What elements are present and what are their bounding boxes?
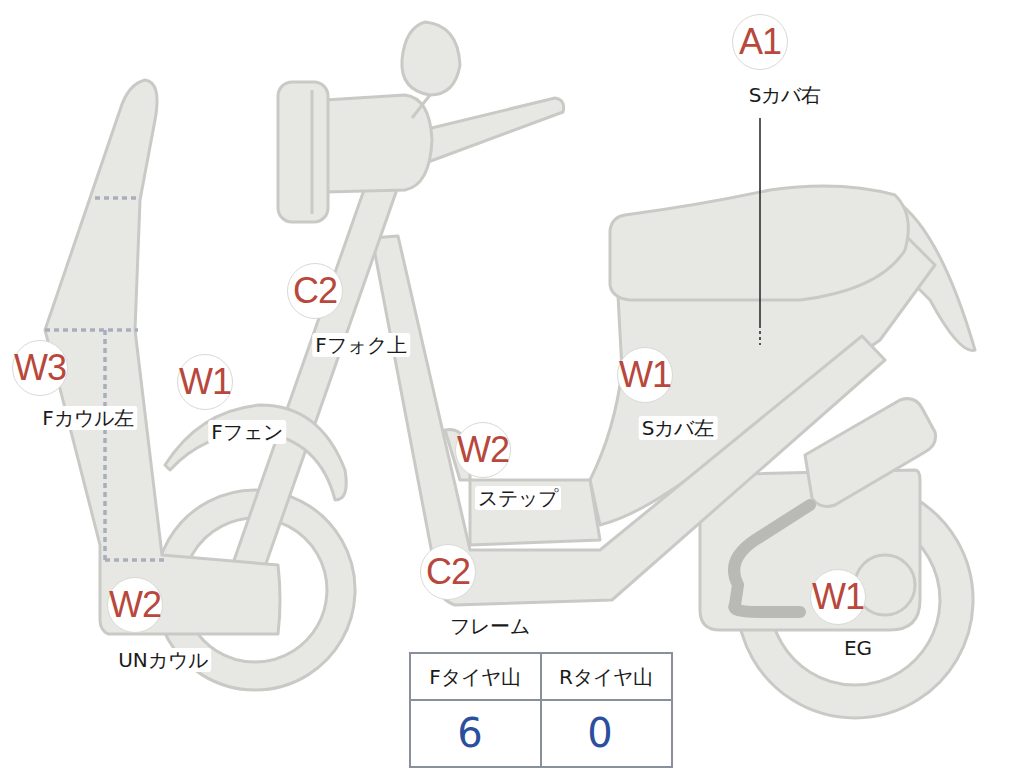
table-header: Fタイヤ山 — [429, 665, 521, 689]
headlight — [278, 82, 328, 222]
callout-code: C2 — [420, 544, 476, 600]
tread-table — [410, 653, 672, 767]
panel-division — [95, 196, 140, 200]
leader-line — [759, 118, 761, 325]
callout-code: W3 — [12, 340, 68, 396]
table-value: 0 — [587, 710, 612, 756]
head-unit — [325, 95, 432, 192]
table-value: 6 — [457, 710, 482, 756]
panel-division — [103, 330, 107, 560]
table-rule — [540, 653, 542, 767]
part-name: Fフォク上 — [312, 333, 410, 357]
leader-line — [759, 325, 761, 345]
frame — [372, 236, 885, 605]
part-name: EG — [841, 636, 875, 660]
headlight-rim — [311, 90, 314, 214]
table-header: Rタイヤ山 — [559, 665, 653, 689]
callout-code: W2 — [455, 422, 511, 478]
part-name: UNカウル — [115, 648, 211, 672]
handlebar — [415, 98, 564, 165]
mirror — [402, 22, 460, 95]
part-name: Fカウル左 — [39, 406, 137, 430]
callout-code: W2 — [107, 577, 163, 633]
panel-division — [105, 558, 165, 562]
callout-code: A1 — [732, 14, 788, 70]
part-name: Sカバ右 — [746, 83, 825, 107]
rear-shock — [805, 399, 936, 507]
callout-code: W1 — [810, 569, 866, 625]
callout-code: C2 — [287, 263, 343, 319]
exhaust-pipe — [734, 505, 810, 612]
part-name: フレーム — [447, 614, 533, 638]
callout-code: W1 — [617, 347, 673, 403]
panel-division — [45, 328, 138, 332]
front-cowl — [45, 80, 280, 634]
part-name: ステップ — [475, 486, 561, 510]
mirror-stem — [412, 95, 430, 118]
part-name: Sカバ左 — [639, 416, 718, 440]
seat — [610, 186, 908, 300]
front-fender — [165, 405, 346, 500]
callout-code: W1 — [177, 354, 233, 410]
part-name: Fフェン — [208, 420, 286, 444]
